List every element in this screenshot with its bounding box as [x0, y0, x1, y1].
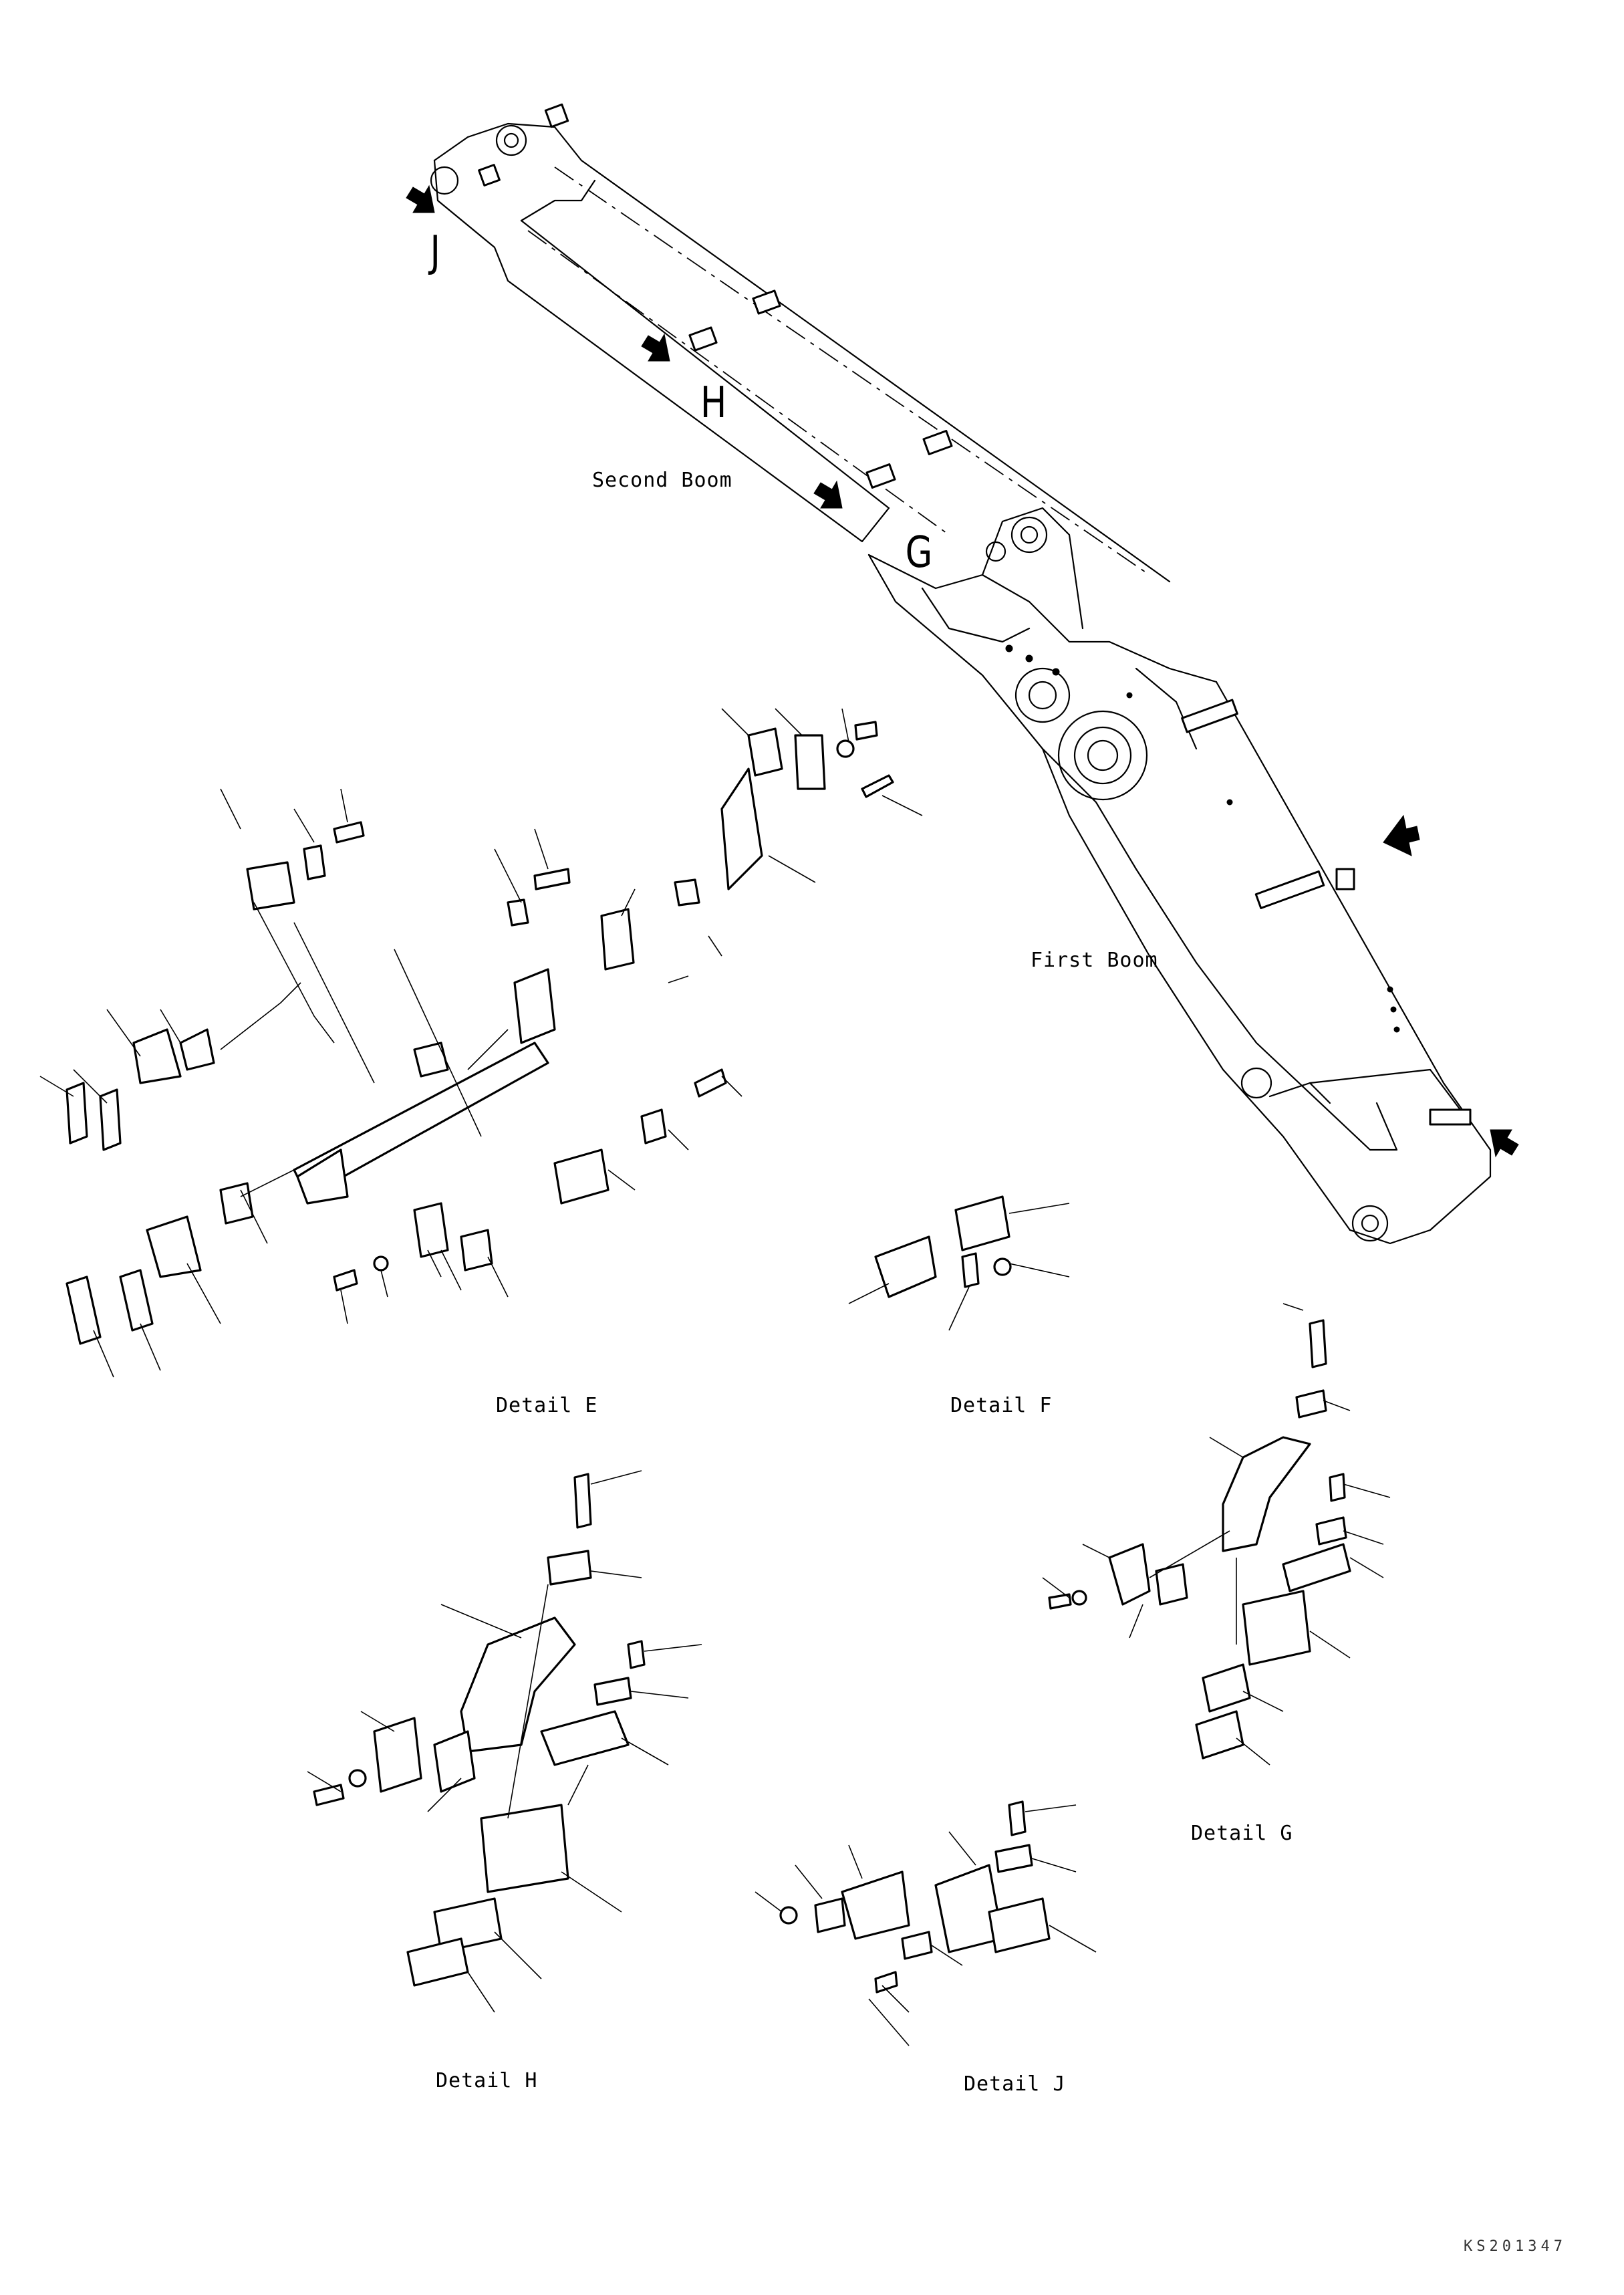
first-boom — [867, 507, 1492, 1245]
drawing-code: KS201347 — [1464, 2238, 1567, 2255]
detail-h-exploded-view — [307, 1470, 702, 2013]
detail-f-caption: Detail F — [950, 1394, 1053, 1417]
detail-j-exploded-view — [755, 1800, 1097, 2046]
view-label-h: H — [700, 378, 726, 427]
arrow-e-icon — [1383, 814, 1420, 856]
detail-h-caption: Detail H — [436, 2069, 538, 2092]
boom-assembly: E F G H J Second Boom First Boom — [406, 103, 1519, 1245]
arrow-g-icon — [813, 480, 843, 509]
detail-j-caption: Detail J — [964, 2072, 1066, 2096]
detail-e-exploded-view — [39, 708, 923, 1378]
view-label-j: J — [428, 227, 440, 276]
detail-e-caption: Detail E — [496, 1394, 598, 1417]
view-arrows — [406, 185, 1519, 1158]
detail-g-caption: Detail G — [1191, 1822, 1293, 1845]
arrow-f-icon — [1490, 1129, 1519, 1158]
boom-clamps — [478, 103, 1472, 1126]
second-boom — [430, 122, 1171, 583]
view-label-g: G — [906, 527, 933, 577]
second-boom-label: Second Boom — [592, 469, 732, 492]
detail-f-exploded-view — [848, 1195, 1070, 1331]
first-boom-label: First Boom — [1031, 949, 1158, 972]
arrow-h-icon — [641, 333, 670, 362]
arrow-j-icon — [406, 185, 435, 213]
detail-g-exploded-view — [1042, 1303, 1391, 1766]
